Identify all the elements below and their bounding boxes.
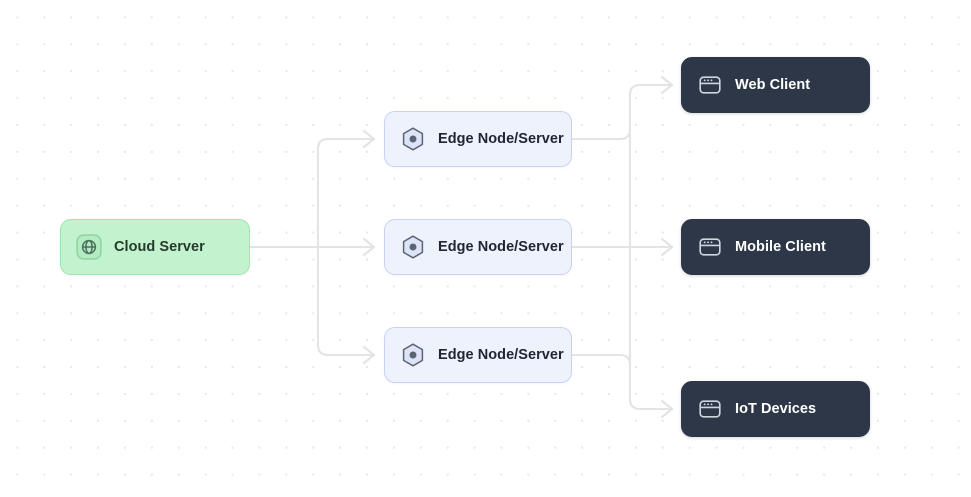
node-cloud-server[interactable]: Cloud Server xyxy=(60,219,250,275)
globe-icon xyxy=(76,234,102,260)
edge-cloud-to-edge-3 xyxy=(316,245,376,357)
arrowhead-client-1 xyxy=(660,75,674,95)
edge-cloud-to-edge-1 xyxy=(316,137,376,249)
node-label: Mobile Client xyxy=(735,239,826,255)
node-edge-server-2[interactable]: Edge Node/Server xyxy=(384,219,572,275)
browser-window-icon xyxy=(697,72,723,98)
node-label: Edge Node/Server xyxy=(438,131,564,147)
hexagon-node-icon xyxy=(400,126,426,152)
hexagon-node-icon xyxy=(400,342,426,368)
node-iot-devices[interactable]: IoT Devices xyxy=(681,381,870,437)
arrowhead-edge-2 xyxy=(362,237,376,257)
arrowhead-client-2 xyxy=(660,237,674,257)
browser-window-icon xyxy=(697,396,723,422)
node-label: Cloud Server xyxy=(114,239,205,255)
node-label: Edge Node/Server xyxy=(438,239,564,255)
arrowhead-client-3 xyxy=(660,399,674,419)
browser-window-icon xyxy=(697,234,723,260)
arrowhead-edge-1 xyxy=(362,129,376,149)
node-label: Edge Node/Server xyxy=(438,347,564,363)
node-web-client[interactable]: Web Client xyxy=(681,57,870,113)
hexagon-node-icon xyxy=(400,234,426,260)
node-mobile-client[interactable]: Mobile Client xyxy=(681,219,870,275)
node-edge-server-3[interactable]: Edge Node/Server xyxy=(384,327,572,383)
arrowhead-edge-3 xyxy=(362,345,376,365)
node-label: Web Client xyxy=(735,77,811,93)
edge-edge1-to-merge xyxy=(570,83,674,141)
node-edge-server-1[interactable]: Edge Node/Server xyxy=(384,111,572,167)
edge-edge3-to-merge xyxy=(570,353,674,411)
node-label: IoT Devices xyxy=(735,401,817,417)
